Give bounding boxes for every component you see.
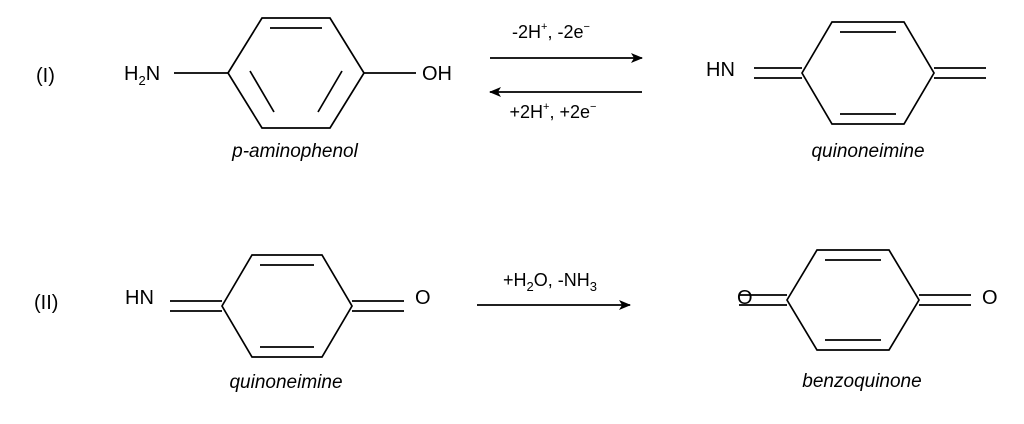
amine-group-label: H2N [124, 63, 160, 88]
equilibrium-arrows: -2H+, -2e− +2H+, +2e− [489, 21, 643, 122]
product-1-name: quinoneimine [811, 141, 924, 162]
hydrolysis-arrow-group: +H2O, -NH3 [477, 270, 631, 310]
imine-group-label: HN [125, 287, 154, 309]
aromatic-inner-bond-right [317, 70, 343, 113]
reaction-2: (II) HN O quinoneimine +H2O, -NH3 O [34, 249, 998, 393]
quinoneimine-reactant-2: HN O quinoneimine [125, 254, 431, 393]
imine-group-label: HN [706, 59, 735, 81]
reaction-1: (I) H2N OH p-aminophenol -2H+, -2e− +2H+… [36, 17, 986, 162]
left-oxygen-label: O [737, 287, 753, 309]
quinone-ring [786, 249, 920, 351]
reaction-1-label: (I) [36, 65, 55, 87]
reactant-2-name: quinoneimine [229, 372, 342, 393]
quinoid-ring [221, 254, 353, 358]
hydroxyl-group-label: OH [422, 63, 452, 85]
p-aminophenol-molecule: H2N OH p-aminophenol [124, 17, 452, 162]
reverse-conditions: +2H+, +2e− [510, 101, 597, 122]
aromatic-inner-bond-left [249, 70, 275, 113]
reactant-1-name: p-aminophenol [231, 141, 358, 162]
right-oxygen-label: O [982, 287, 998, 309]
benzene-ring [227, 17, 365, 129]
benzoquinone-molecule: O O benzoquinone [737, 249, 998, 392]
reaction-2-label: (II) [34, 292, 58, 314]
carbonyl-oxygen-label: O [415, 287, 431, 309]
forward-conditions: -2H+, -2e− [512, 21, 590, 42]
hydrolysis-conditions: +H2O, -NH3 [503, 270, 597, 294]
quinoid-ring [801, 21, 935, 125]
quinoneimine-product-1: HN quinoneimine [706, 21, 986, 162]
product-2-name: benzoquinone [802, 371, 921, 392]
